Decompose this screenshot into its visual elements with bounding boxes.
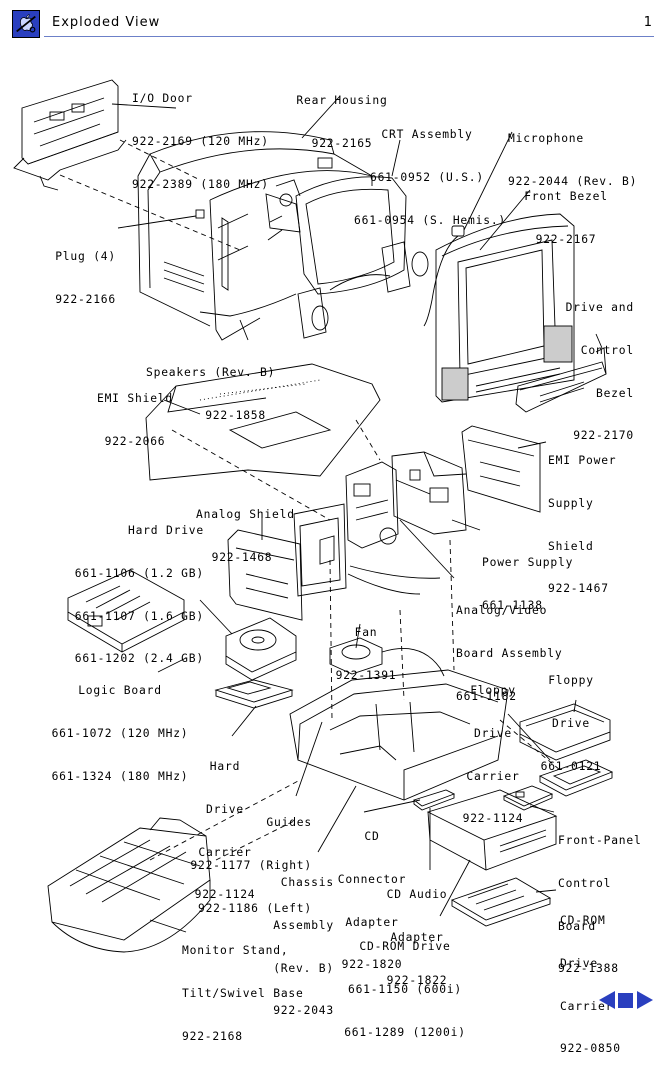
- label-plug: Plug (4) 922-2166: [55, 250, 116, 307]
- label-cdrom-carrier: CD-ROM Drive Carrier 922-0850: [560, 914, 621, 1056]
- header-rule: [44, 36, 654, 37]
- label-emi-shield: EMI Shield 922-2066: [96, 392, 173, 449]
- logic-board-drawing: [67, 569, 185, 653]
- front-panel-board-drawing: [502, 785, 554, 811]
- crt-assembly-drawing: [265, 176, 407, 295]
- chassis-assembly-drawing: [289, 669, 509, 801]
- label-analog-shield: Analog Shield 922-1468: [196, 508, 295, 565]
- label-analog-video: Analog/Video Board Assembly 661-1182: [456, 604, 563, 703]
- monitor-stand-drawing: [47, 817, 211, 953]
- label-power-supply: Power Supply 661-1138: [482, 556, 574, 613]
- previous-page-arrow-icon[interactable]: [598, 990, 616, 1010]
- cdrom-drive-drawing: [426, 789, 558, 871]
- page-number: 1: [643, 15, 652, 30]
- emi-power-shield-drawing: [461, 425, 541, 513]
- label-cdrom-drive: CD-ROM Drive 661-1150 (600i) 661-1289 (1…: [344, 940, 466, 1039]
- label-chassis: Chassis Assembly (Rev. B) 922-2043: [273, 876, 334, 1018]
- analog-video-board-drawing: [345, 461, 441, 595]
- label-cd-connector: CD Connector Adapter 922-1820: [337, 830, 407, 972]
- label-monitor-stand: Monitor Stand, Tilt/Swivel Base 922-2168: [182, 944, 304, 1043]
- page-header: Exploded View 1: [0, 0, 666, 40]
- hard-drive-drawing: [225, 617, 297, 681]
- emi-shield-drawing: [145, 363, 381, 481]
- next-page-arrow-icon[interactable]: [636, 990, 654, 1010]
- microphone-drawing: [423, 225, 465, 327]
- label-crt-assembly: CRT Assembly 661-0952 (U.S.) 661-0954 (S…: [354, 128, 507, 227]
- label-fan: Fan 922-1391: [335, 626, 397, 683]
- contents-square-icon[interactable]: [618, 993, 633, 1013]
- exploded-view-diagram: [13, 79, 614, 953]
- power-supply-drawing: [391, 451, 467, 535]
- label-floppy-carrier: Floppy Drive Carrier 922-1124: [462, 684, 524, 826]
- drive-bezel-drawing: [515, 347, 607, 413]
- speakers-drawing: [199, 241, 429, 339]
- label-emi-power-shield: EMI Power Supply Shield 922-1467: [548, 454, 617, 596]
- cd-connector-adapter-drawing: [413, 789, 456, 811]
- analog-shield-drawing: [227, 529, 303, 621]
- page-title: Exploded View: [52, 15, 161, 30]
- label-microphone: Microphone 922-2044 (Rev. B): [508, 132, 638, 189]
- label-drive-bezel: Drive and Control Bezel 922-2170: [565, 301, 634, 443]
- front-bezel-drawing: [435, 213, 575, 403]
- rear-housing-drawing: [137, 131, 373, 341]
- label-floppy-drive: Floppy Drive 661-0121: [540, 674, 602, 773]
- chassis-frame-drawing: [293, 503, 347, 597]
- label-hd-carrier: Hard Drive Carrier 922-1124: [194, 760, 256, 902]
- fan-drawing: [329, 637, 445, 677]
- label-front-bezel: Front Bezel 922-2167: [524, 190, 608, 247]
- label-logic-board: Logic Board 661-1072 (120 MHz) 661-1324 …: [51, 684, 189, 783]
- io-door-drawing: [13, 79, 127, 191]
- label-io-door: I/O Door 922-2169 (120 MHz) 922-2389 (18…: [132, 92, 269, 191]
- label-hard-drive: Hard Drive 661-1106 (1.2 GB) 661-1107 (1…: [74, 524, 204, 666]
- hard-drive-carrier-drawing: [214, 679, 294, 709]
- label-guides: Guides 922-1177 (Right) 922-1186 (Left): [190, 816, 312, 915]
- label-front-panel: Front-Panel Control Board 922-1388: [558, 834, 642, 976]
- label-speakers: Speakers (Rev. B) 922-1858: [146, 366, 276, 423]
- label-rear-housing: Rear Housing 922-2165: [296, 94, 388, 151]
- cdrom-carrier-drawing: [450, 877, 552, 927]
- floppy-carrier-drawing: [538, 759, 614, 797]
- apple-service-logo-icon: [12, 10, 40, 38]
- label-cd-audio: CD Audio Adapter 922-1822: [386, 888, 448, 987]
